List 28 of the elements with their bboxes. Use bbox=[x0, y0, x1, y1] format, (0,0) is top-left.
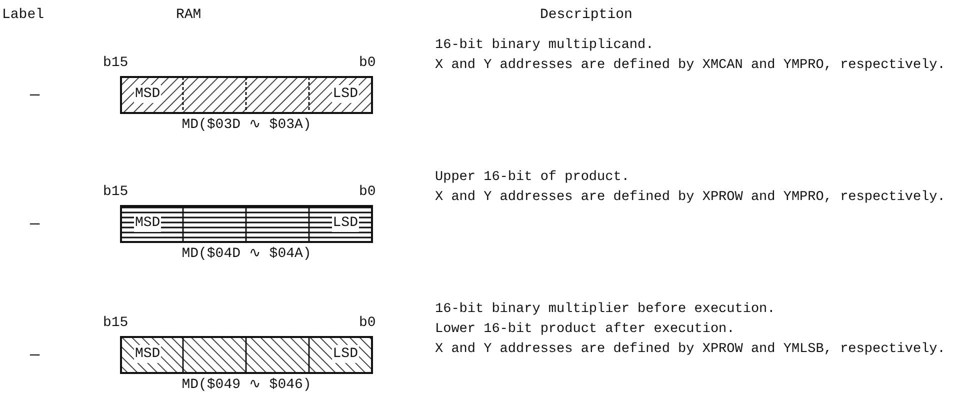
description-text: X and Y addresses are defined by XMCAN and YMPRO, respectively. bbox=[435, 57, 946, 75]
description-text: Upper 16-bit of product. bbox=[435, 169, 630, 187]
bit-label: b0 bbox=[359, 183, 376, 201]
digit-label: LSD bbox=[332, 214, 359, 232]
digit-label: LSD bbox=[332, 85, 359, 103]
digit-label: MSD bbox=[134, 214, 162, 232]
address-label: MD($049 ∿ $046) bbox=[180, 376, 312, 394]
bit-label: b0 bbox=[359, 54, 376, 72]
bit-label: b15 bbox=[103, 183, 128, 201]
bit-label: b0 bbox=[359, 314, 376, 332]
description-text: Lower 16-bit product after execution. bbox=[435, 321, 736, 339]
description-text: 16-bit binary multiplicand. bbox=[435, 37, 655, 55]
empty-label-mark: — bbox=[30, 86, 40, 104]
empty-label-mark: — bbox=[30, 215, 40, 233]
digit-label: MSD bbox=[134, 345, 162, 363]
description-text: X and Y addresses are defined by XPROW and YMPRO, respectively. bbox=[435, 189, 946, 207]
address-label: MD($03D ∿ $03A) bbox=[180, 116, 312, 134]
bit-label: b15 bbox=[103, 314, 128, 332]
column-header: RAM bbox=[176, 6, 202, 24]
column-header: Description bbox=[540, 6, 632, 24]
column-header: Label bbox=[2, 6, 44, 24]
empty-label-mark: — bbox=[30, 346, 40, 364]
address-label: MD($04D ∿ $04A) bbox=[180, 245, 312, 263]
description-text: 16-bit binary multiplier before execution. bbox=[435, 301, 776, 319]
description-text: X and Y addresses are defined by XPROW and YMLSB, respectively. bbox=[435, 341, 946, 359]
digit-label: MSD bbox=[134, 85, 162, 103]
digit-label: LSD bbox=[332, 345, 359, 363]
bit-label: b15 bbox=[103, 54, 128, 72]
